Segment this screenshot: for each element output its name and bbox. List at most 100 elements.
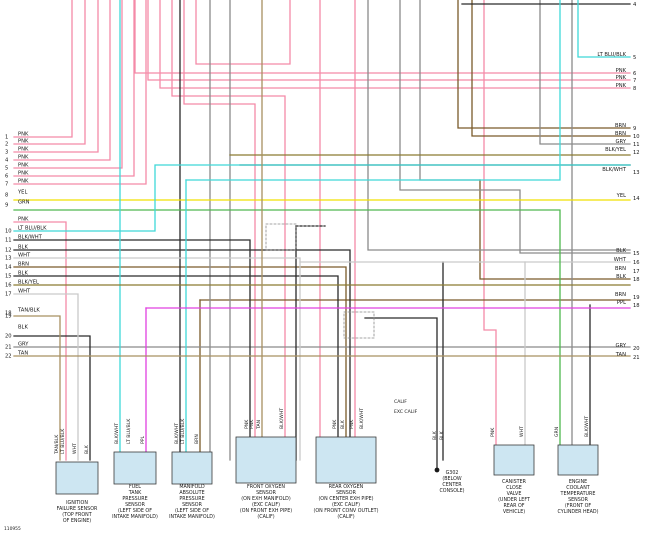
tan-blk-wire xyxy=(13,315,61,461)
left-wire-number: 16 xyxy=(5,283,12,289)
fuel-tank-component xyxy=(113,451,157,485)
left-wire-label: PNK xyxy=(18,171,29,177)
right-wire-number: 8 xyxy=(633,86,636,92)
left-wire-number: 15 xyxy=(5,274,12,280)
front-o2-pin-label: BLK/WHT xyxy=(279,408,285,429)
ignition-pin-label: BLK xyxy=(84,444,90,454)
pink-wire xyxy=(13,0,99,153)
canister-label: CANISTER xyxy=(502,479,527,485)
map-label: INTAKE MANIFOLD) xyxy=(169,514,215,520)
left-wire-label: BLK/WHT xyxy=(18,235,43,241)
left-wire-label: PNK xyxy=(18,139,29,145)
calif-annotation: CALIF xyxy=(394,399,407,405)
canister-label: REAR OF xyxy=(503,503,524,509)
map-label: (LEFT SIDE OF xyxy=(175,508,209,514)
left-wire-label: PNK xyxy=(18,147,29,153)
pink-wire xyxy=(147,0,631,81)
ground-symbol xyxy=(434,467,440,473)
pink-wire xyxy=(171,0,286,461)
right-wire-number: 4 xyxy=(633,2,637,8)
map-label: ABSOLUTE xyxy=(179,490,204,496)
left-wire-label: PNK xyxy=(18,217,29,223)
left-wire-label: BLK/YEL xyxy=(18,280,39,286)
right-wire-label: BRN xyxy=(615,131,626,137)
right-wire-label: BLK xyxy=(616,274,626,280)
pink-wire xyxy=(134,0,631,74)
left-wire-label: GRN xyxy=(18,200,30,206)
wire-layer xyxy=(13,0,631,469)
right-wire-number: 11 xyxy=(633,142,640,148)
rear-o2-component xyxy=(315,436,377,484)
brown-wire xyxy=(457,0,631,129)
left-wire-label: YEL xyxy=(17,190,27,196)
left-wire-label: TAN xyxy=(17,351,28,357)
canister-label: VALVE xyxy=(507,491,522,497)
ground-label: (BELOW xyxy=(442,476,461,482)
left-wire-label: PNK xyxy=(18,163,29,169)
coolant-pin-label: GRN xyxy=(554,427,560,437)
left-wire-number: 6 xyxy=(5,174,8,180)
fuel-tank-label: PRESSURE xyxy=(122,496,147,502)
left-wire-number: 12 xyxy=(5,248,12,254)
right-wire-label: YEL xyxy=(616,193,626,199)
right-wire-number: 18 xyxy=(633,277,640,283)
brown-wire xyxy=(479,179,631,280)
left-wire-number: 4 xyxy=(5,158,9,164)
rear-o2-label: SENSOR xyxy=(336,490,356,496)
rear-o2-pin-label: PNK xyxy=(349,419,355,429)
rear-o2-label: (ON FRONT CONV OUTLET) xyxy=(314,508,379,514)
right-wire-number: 18 xyxy=(633,303,640,309)
canister-pin-label: PNK xyxy=(490,427,496,437)
pink-wire xyxy=(13,0,73,138)
right-wire-label: GRY xyxy=(616,343,627,349)
right-wire-number: 20 xyxy=(633,346,640,352)
pink-wire xyxy=(159,0,631,89)
front-o2-pin-label: TAN xyxy=(256,420,262,430)
black-wire xyxy=(13,275,339,461)
lt-blu-blk-wire xyxy=(13,164,631,232)
left-wire-number: 13 xyxy=(5,256,12,262)
right-wire-label: PNK xyxy=(616,68,627,74)
canister-label: CLOSE xyxy=(506,485,522,491)
front-o2-label: (ON EXH MANIFOLD) xyxy=(241,496,291,502)
ignition-label: OF ENGINE) xyxy=(63,518,91,524)
map-label: PRESSURE xyxy=(179,496,204,502)
rear-o2-label: (ON CENTER EXH PIPE) xyxy=(318,496,373,502)
gray-wire xyxy=(399,0,631,254)
coolant-label: SENSOR xyxy=(568,497,588,503)
left-wire-number: 9 xyxy=(5,203,8,209)
ignition-pin-label: WHT xyxy=(72,443,78,454)
right-wire-number: 19 xyxy=(633,295,640,301)
right-wire-label: BLK/YEL xyxy=(605,147,626,153)
right-wire-label: BRN xyxy=(615,266,626,272)
right-wire-label: BRN xyxy=(615,292,626,298)
left-wire-number: 1 xyxy=(5,135,8,141)
ground-label: CENTER xyxy=(442,482,462,488)
rear-o2-label: (CALIF) xyxy=(337,514,354,520)
left-wire-number: 22 xyxy=(5,354,12,360)
ignition-label: FAILURE SENSOR xyxy=(57,506,98,512)
front-o2-label: (EXC CALIF) xyxy=(252,502,280,508)
lt-blu-blk-wire xyxy=(577,0,631,58)
pink-wire xyxy=(13,0,86,145)
right-wire-label: BLK/WHT xyxy=(602,0,627,1)
right-wire-number: 12 xyxy=(633,150,640,156)
right-wire-number: 15 xyxy=(633,251,640,257)
fuel-tank-label: INTAKE MANIFOLD) xyxy=(112,514,158,520)
ignition-pin-label: LT BLU/BLK xyxy=(60,428,66,454)
right-wire-label: BLK/WHT xyxy=(602,167,627,173)
left-wire-number: 17 xyxy=(5,292,12,298)
black-wire xyxy=(13,239,251,461)
pink-wire xyxy=(13,0,147,185)
fuel-tank-pin-label: BLK/WHT xyxy=(114,423,120,444)
right-wire-label: BLK xyxy=(616,248,626,254)
right-wire-number: 21 xyxy=(633,355,640,361)
map-label: MANIFOLD xyxy=(179,484,205,490)
right-wire-label: BRN xyxy=(615,123,626,129)
right-wire-number: 14 xyxy=(633,196,640,202)
right-wire-number: 10 xyxy=(633,134,640,140)
right-wire-number: 16 xyxy=(633,260,640,266)
left-wire-label: WHT xyxy=(18,289,31,295)
